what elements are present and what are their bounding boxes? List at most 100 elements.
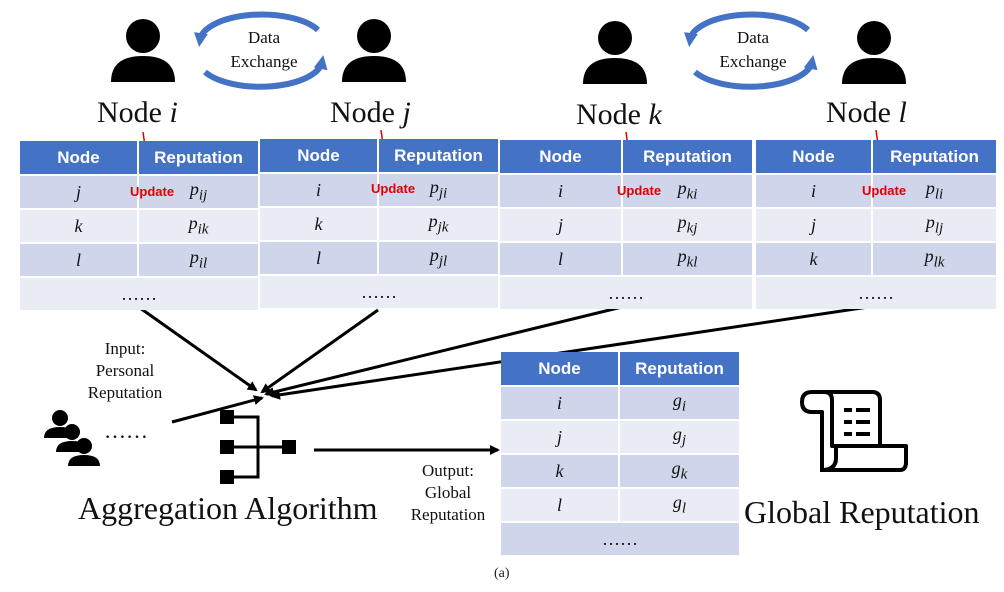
row-reputation: gi bbox=[619, 385, 739, 420]
update-label-i: Update bbox=[130, 184, 175, 199]
global-reputation-title: Global Reputation bbox=[744, 494, 980, 530]
output-label-line: Reputation bbox=[410, 505, 486, 524]
node-label-k: Node k bbox=[576, 98, 662, 131]
scroll-document-icon bbox=[800, 390, 908, 473]
row-node: i bbox=[500, 173, 623, 208]
user-icon-node-j bbox=[342, 19, 406, 82]
table-ellipsis: …… bbox=[260, 274, 498, 308]
row-node: k bbox=[260, 206, 379, 241]
table-row: …… bbox=[20, 276, 258, 310]
row-reputation: pik bbox=[138, 208, 258, 243]
row-reputation: gk bbox=[619, 453, 739, 488]
table-header-node: Node bbox=[500, 140, 623, 174]
row-node: k bbox=[20, 208, 139, 243]
user-group-icon bbox=[44, 410, 100, 466]
input-arrow-table-k bbox=[264, 304, 627, 397]
output-label-line: Global bbox=[424, 483, 472, 502]
row-node: l bbox=[500, 241, 623, 276]
row-reputation: pki bbox=[622, 173, 752, 208]
row-node: j bbox=[756, 207, 873, 242]
input-arrow-table-j bbox=[260, 308, 379, 394]
user-icon-node-k bbox=[583, 21, 647, 84]
figure-caption: (a) bbox=[494, 566, 510, 581]
row-reputation: pkl bbox=[622, 241, 752, 276]
row-reputation: gl bbox=[619, 487, 739, 522]
table-header-reputation: Reputation bbox=[378, 139, 498, 173]
table-row: …… bbox=[756, 275, 996, 309]
aggregation-icon bbox=[220, 410, 296, 484]
node-label-j: Node j bbox=[330, 96, 411, 129]
row-node: i bbox=[756, 173, 873, 208]
output-label: Output: Global Reputation bbox=[398, 460, 498, 526]
row-reputation: pij bbox=[138, 174, 258, 209]
data-exchange-word-1: Data bbox=[247, 28, 281, 47]
table-header-node: Node bbox=[756, 140, 873, 174]
data-exchange-label-ij: Data Exchange bbox=[214, 26, 314, 74]
table-row: …… bbox=[260, 274, 498, 308]
table-ellipsis: …… bbox=[501, 521, 739, 555]
row-reputation: pjk bbox=[378, 206, 498, 241]
aggregation-title: Aggregation Algorithm bbox=[78, 490, 378, 526]
user-icon-node-i bbox=[111, 19, 175, 82]
circular-arrows-icon-kl bbox=[683, 11, 818, 90]
table-header-node: Node bbox=[501, 352, 620, 386]
table-row: …… bbox=[501, 521, 739, 555]
row-node: i bbox=[501, 385, 620, 420]
table-header-node: Node bbox=[260, 139, 379, 173]
update-label-j: Update bbox=[371, 181, 416, 196]
circular-arrows-icon-ij bbox=[193, 11, 328, 90]
node-label-l: Node l bbox=[826, 96, 907, 129]
table-ellipsis: …… bbox=[20, 276, 258, 310]
row-node: j bbox=[20, 174, 139, 209]
table-row: …… bbox=[500, 275, 752, 309]
input-arrow-table-l bbox=[270, 304, 876, 400]
node-label-i: Node i bbox=[97, 96, 178, 129]
row-reputation: plk bbox=[872, 241, 996, 276]
row-node: l bbox=[20, 242, 139, 277]
row-node: j bbox=[500, 207, 623, 242]
table-ellipsis: …… bbox=[756, 275, 996, 309]
table-ellipsis: …… bbox=[500, 275, 752, 309]
user-icon-node-l bbox=[842, 21, 906, 84]
users-ellipsis: …… bbox=[104, 418, 148, 443]
row-node: l bbox=[501, 487, 620, 522]
input-arrow-users bbox=[171, 395, 264, 424]
table-header-node: Node bbox=[20, 141, 139, 175]
row-reputation: pkj bbox=[622, 207, 752, 242]
data-exchange-word-2: Exchange bbox=[230, 52, 298, 71]
table-header-reputation: Reputation bbox=[622, 140, 752, 174]
row-node: k bbox=[756, 241, 873, 276]
row-node: l bbox=[260, 240, 379, 275]
table-header-reputation: Reputation bbox=[138, 141, 258, 175]
output-label-line: Output: bbox=[422, 461, 474, 480]
input-arrow-table-i bbox=[139, 306, 258, 392]
input-label-line: Reputation bbox=[87, 383, 163, 402]
row-node: j bbox=[501, 419, 620, 454]
update-label-k: Update bbox=[617, 183, 662, 198]
row-reputation: pli bbox=[872, 173, 996, 208]
input-label-line: Personal bbox=[95, 361, 155, 380]
row-reputation: pji bbox=[378, 172, 498, 207]
input-label: Input: Personal Reputation bbox=[70, 338, 180, 404]
table-header-reputation: Reputation bbox=[872, 140, 996, 174]
row-reputation: gj bbox=[619, 419, 739, 454]
input-label-line: Input: bbox=[104, 339, 146, 358]
table-header-reputation: Reputation bbox=[619, 352, 739, 386]
